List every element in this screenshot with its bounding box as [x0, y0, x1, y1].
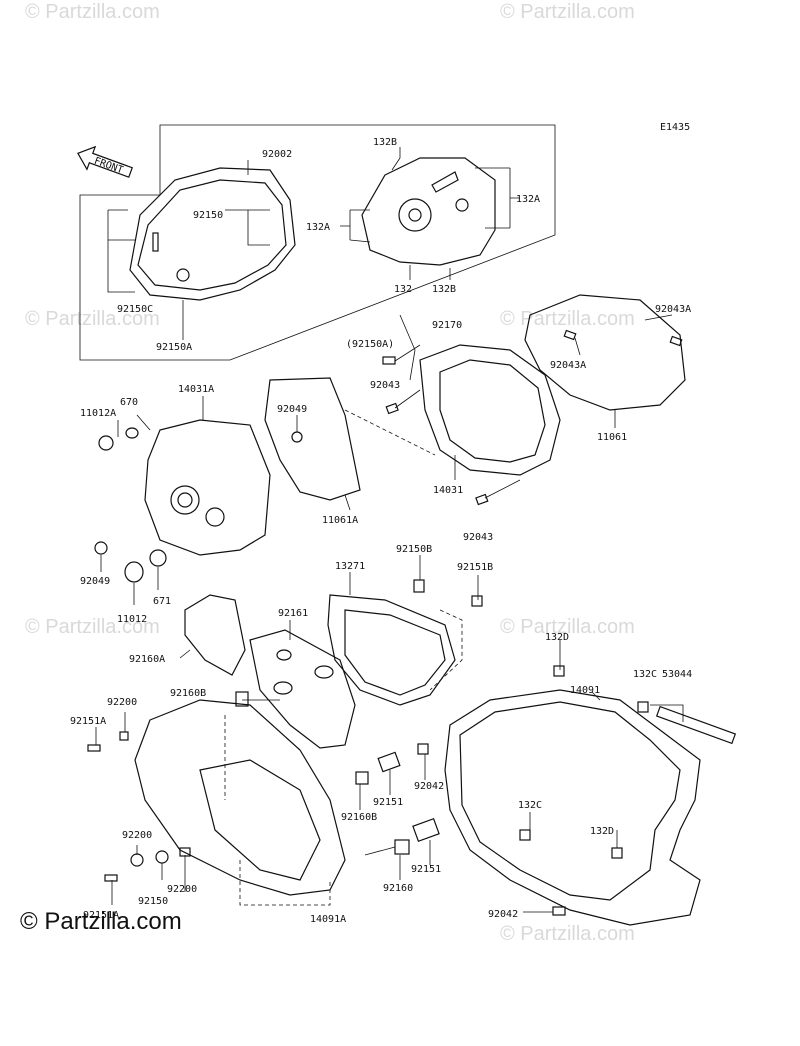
label-14031A: 14031A — [178, 384, 214, 395]
label-132C: 132C — [633, 669, 657, 680]
label-92043A: 92043A — [550, 360, 586, 371]
label-92043: 92043 — [463, 532, 493, 543]
watermark: © Partzilla.com — [500, 616, 635, 638]
label-92042: 92042 — [488, 909, 518, 920]
cover-14091 — [444, 689, 701, 926]
label-11061A: 11061A — [322, 515, 358, 526]
label-132D: 132D — [545, 632, 569, 643]
label-92200: 92200 — [107, 697, 137, 708]
label-92161: 92161 — [278, 608, 308, 619]
label-92043A: 92043A — [655, 304, 691, 315]
label-92160B: 92160B — [341, 812, 377, 823]
label-92160B: 92160B — [170, 688, 206, 699]
front-arrow: FRONT — [77, 145, 133, 178]
label-92049: 92049 — [80, 576, 110, 587]
label-92160: 92160 — [383, 883, 413, 894]
label-132B: 132B — [373, 137, 397, 148]
shield-13271 — [327, 594, 456, 706]
cover-14031A — [144, 419, 271, 556]
watermark: © Partzilla.com — [500, 923, 635, 945]
label-92200: 92200 — [122, 830, 152, 841]
label-92150B: 92150B — [396, 544, 432, 555]
label-92043: 92043 — [370, 380, 400, 391]
label-92200: 92200 — [167, 884, 197, 895]
pad-92160A — [184, 594, 246, 676]
label-92150: 92150 — [193, 210, 223, 221]
pad-92161 — [249, 629, 356, 749]
label-92150C: 92150C — [117, 304, 153, 315]
label-92151B: 92151B — [457, 562, 493, 573]
label-92151A: 92151A — [83, 910, 119, 921]
gasket-11061A — [264, 377, 361, 501]
label-14031: 14031 — [433, 485, 463, 496]
inset-clutch-cover — [361, 157, 496, 266]
label-92151: 92151 — [373, 797, 403, 808]
label-53044: 53044 — [662, 669, 692, 680]
label-14091: 14091 — [570, 685, 600, 696]
label-132B: 132B — [432, 284, 456, 295]
label-92150A: 92150A — [156, 342, 192, 353]
label-14091A: 14091A — [310, 914, 346, 925]
copyright-text: © Partzilla.com — [20, 908, 182, 935]
watermark: © Partzilla.com — [500, 1, 635, 23]
label-670: 670 — [120, 397, 138, 408]
inset-frame — [79, 124, 556, 361]
label-92170: 92170 — [432, 320, 462, 331]
label-11012A: 11012A — [80, 408, 116, 419]
label-92160A: 92160A — [129, 654, 165, 665]
label-132A: 132A — [516, 194, 540, 205]
label-11061: 11061 — [597, 432, 627, 443]
label-92151: 92151 — [411, 864, 441, 875]
label-132C: 132C — [518, 800, 542, 811]
label-132: 132 — [394, 284, 412, 295]
watermark: © Partzilla.com — [25, 616, 160, 638]
gasket-11061 — [524, 294, 686, 411]
watermark: © Partzilla.com — [25, 1, 160, 23]
label-13271: 13271 — [335, 561, 365, 572]
label-671: 671 — [153, 596, 171, 607]
part-labels: 92002 92150 92150C 92150A 132B 132A 132A… — [70, 137, 692, 925]
watermark: © Partzilla.com — [25, 308, 160, 330]
diagram-code: E1435 — [660, 122, 690, 133]
cover-14091A — [134, 699, 346, 896]
watermark: © Partzilla.com — [500, 308, 635, 330]
label-11012: 11012 — [117, 614, 147, 625]
label-92151A: 92151A — [70, 716, 106, 727]
label-92150A-paren: (92150A) — [346, 339, 394, 350]
label-92002: 92002 — [262, 149, 292, 160]
label-132D: 132D — [590, 826, 614, 837]
label-92049: 92049 — [277, 404, 307, 415]
housing-14031 — [419, 344, 561, 476]
label-92150: 92150 — [138, 896, 168, 907]
watermark-layer: © Partzilla.com © Partzilla.com © Partzi… — [25, 1, 635, 945]
inset-gasket-92002 — [129, 167, 296, 301]
label-132A: 132A — [306, 222, 330, 233]
label-92042: 92042 — [414, 781, 444, 792]
